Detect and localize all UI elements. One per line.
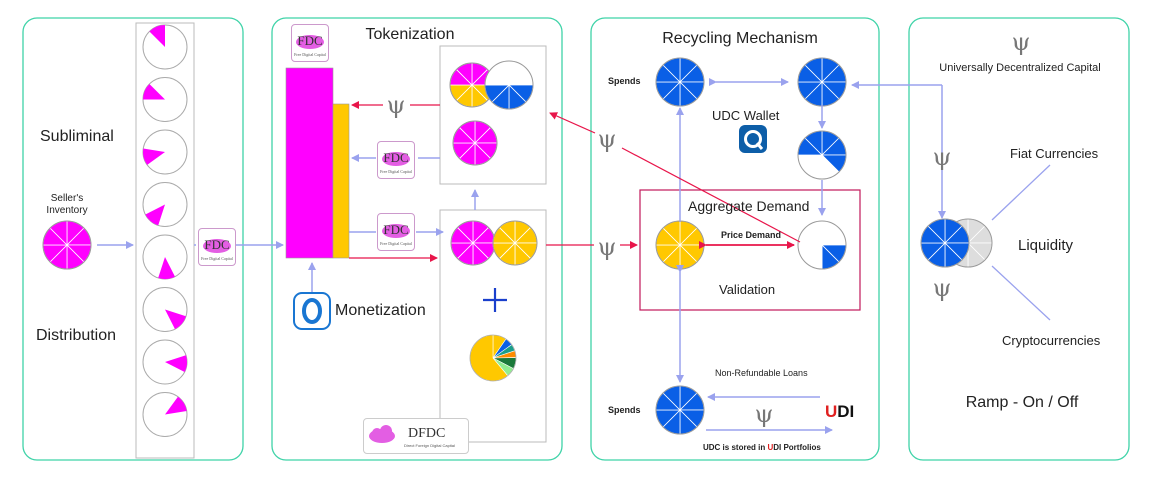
magenta-bar: [285, 67, 334, 259]
asset-pie: [469, 334, 517, 382]
fdc-badge: FDC Free Digital Capital: [291, 24, 329, 62]
inventory-slice-circle: [142, 234, 188, 280]
udc-stored-post: DI Portfolios: [773, 443, 821, 452]
udi-logo: UDI: [825, 402, 854, 422]
fdc-badge-sublabel: Free Digital Capital: [294, 52, 326, 57]
udc-stored-caption: UDC is stored in UDI Portfolios: [703, 443, 821, 452]
ramp-circles: [920, 218, 993, 268]
validation-label: Validation: [719, 282, 776, 297]
fdc-badge-label: FDC: [383, 150, 409, 165]
spends-bottom-label: Spends: [608, 405, 641, 415]
inventory-slice-circle: [142, 182, 188, 227]
udc-caption: Universally Decentralized Capital: [939, 62, 1101, 74]
fiat-label: Fiat Currencies: [1010, 146, 1099, 161]
psi-icon: ψ: [1012, 28, 1031, 56]
fdc-badge-sublabel: Free Digital Capital: [201, 256, 233, 261]
aggregate-demand-label: Aggregate Demand: [688, 198, 810, 214]
fdc-badge: FDC Free Digital Capital: [377, 141, 415, 179]
psi-icon: ψ: [598, 125, 617, 153]
psi-icon: ψ: [598, 233, 617, 261]
spends-top-label: Spends: [608, 76, 641, 86]
fdc-badge-sublabel: Free Digital Capital: [380, 169, 412, 174]
inventory-circles: [142, 24, 188, 437]
ramp-blue-token: [920, 218, 970, 268]
validation-gold-token: [655, 220, 705, 270]
fdc-badge-sublabel: Free Digital Capital: [380, 241, 412, 246]
udi-logo-rest: DI: [837, 402, 855, 421]
inventory-slice-circle: [142, 77, 188, 122]
validation-box: [639, 189, 861, 311]
inventory-slice-circle: [142, 392, 188, 437]
dfdc-label: DFDC: [408, 426, 446, 441]
spends-token-bottom: [655, 385, 705, 435]
seller-inventory-token: [42, 220, 92, 270]
line-crypto: [991, 265, 1051, 321]
arrow-pricedemand-to-token: [621, 147, 801, 243]
liquidity-label: Liquidity: [1018, 237, 1074, 254]
psi-icon: ψ: [755, 400, 774, 428]
udc-stored-pre: UDC is stored in: [703, 443, 768, 452]
panel-ramp: [908, 17, 1130, 461]
fdc-badge-label: FDC: [297, 33, 323, 48]
fdc-badge-label: FDC: [204, 237, 230, 252]
wallet-partial-token: [797, 130, 847, 180]
wallet-token: [797, 57, 847, 107]
token-magenta: [452, 120, 498, 166]
spends-token-top: [655, 57, 705, 107]
fdc-badge: FDC Free Digital Capital: [198, 228, 236, 266]
dfdc-sublabel: Direct Foreign Digital Capital: [404, 443, 455, 448]
inventory-slice-circle: [142, 129, 188, 175]
dfdc-badge: DFDC Direct Foreign Digital Capital: [363, 418, 469, 454]
seller-token: [42, 220, 92, 270]
wallet-icon: [739, 125, 767, 153]
inventory-slice-circle: [142, 287, 188, 332]
ramp-title: Ramp - On / Off: [965, 394, 1079, 411]
psi-icon: ψ: [933, 274, 952, 302]
panel-recycling: [590, 17, 880, 461]
tokenization-title: Tokenization: [365, 26, 455, 43]
recycling-circles: [655, 57, 847, 435]
price-demand-token: [797, 220, 847, 270]
fdc-badge-label: FDC: [383, 222, 409, 237]
psi-icon: ψ: [933, 143, 952, 171]
udc-wallet-label: UDC Wallet: [712, 108, 780, 123]
subliminal-label: Subliminal: [40, 128, 114, 145]
panel-tokenization: [271, 17, 563, 461]
token-circles: [449, 60, 538, 382]
non-refundable-loans-label: Non-Refundable Loans: [715, 368, 808, 378]
panel-subliminal: [22, 17, 244, 461]
sellers-inventory-line2: Inventory: [46, 205, 88, 216]
gold-bar: [332, 103, 350, 259]
inventory-slice-circle: [142, 339, 188, 385]
monetization-icon: [293, 292, 331, 330]
psi-icon: ψ: [387, 91, 406, 119]
token-magenta: [450, 220, 496, 266]
crypto-label: Cryptocurrencies: [1002, 333, 1101, 348]
line-fiat: [991, 164, 1051, 221]
token-half-blue: [484, 60, 534, 110]
price-demand-label: Price Demand: [721, 230, 782, 240]
monetization-label: Monetization: [335, 302, 426, 319]
fdc-badge: FDC Free Digital Capital: [377, 213, 415, 251]
udc-stored-u: U: [767, 443, 774, 452]
distribution-label: Distribution: [36, 327, 117, 344]
udi-logo-u: U: [825, 402, 838, 421]
sellers-inventory-line1: Seller's: [50, 193, 84, 204]
arrow-psi-to-token-top: [549, 112, 596, 134]
inventory-slice-circle: [142, 24, 188, 70]
recycling-title: Recycling Mechanism: [662, 30, 818, 47]
token-gold: [492, 220, 538, 266]
